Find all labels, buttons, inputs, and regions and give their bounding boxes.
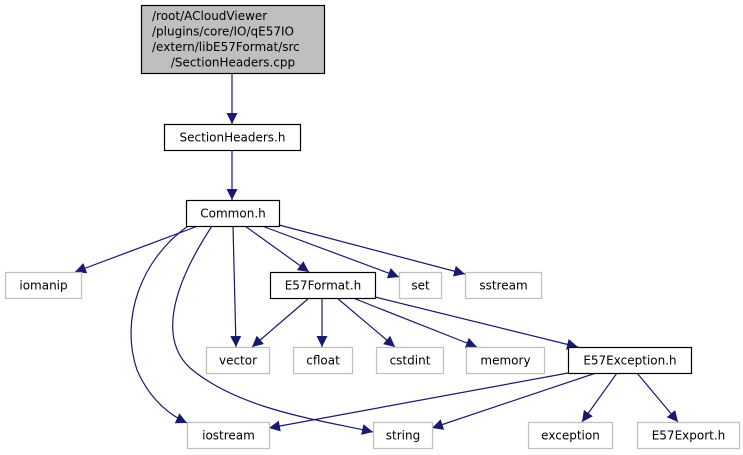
node-vector: vector [205,346,271,375]
node-label: vector [219,353,257,367]
node-memory: memory [465,346,546,375]
node-string: string [372,421,434,450]
node-label: string [386,428,420,442]
edge-common-to-set [261,225,400,279]
node-box [269,271,377,300]
node-label: set [411,278,430,292]
node-label: /extern/libE57Format/src [152,40,300,54]
node-sstream: sstream [464,271,543,300]
node-box [4,271,83,300]
node-label: cfloat [306,353,340,367]
node-label: SectionHeaders.h [180,130,286,144]
node-label: Common.h [200,206,265,220]
edge-e57exception-to-iostream [268,372,569,432]
node-box [567,346,693,375]
node-common[interactable]: Common.h [185,199,281,228]
edge-common-to-vector [230,225,242,348]
edge-common-to-e57format [244,225,310,273]
node-label: memory [480,353,530,367]
edge-e57format-to-memory [352,297,478,349]
node-box [465,346,546,375]
node-e57format[interactable]: E57Format.h [269,271,377,300]
node-iomanip: iomanip [4,271,83,300]
node-label: E57Exception.h [583,353,676,367]
node-label: iomanip [19,278,67,292]
node-set: set [398,271,443,300]
node-box [372,421,434,450]
node-cfloat: cfloat [292,346,354,375]
edge-common-to-string [172,225,374,435]
node-label: /root/ACloudViewer [152,9,267,23]
edge-e57format-to-cstdint [336,297,396,348]
node-label: iostream [202,428,255,442]
edge-e57exception-to-e57export [636,372,679,423]
node-label: sstream [479,278,527,292]
node-label: exception [541,428,600,442]
node-box [375,346,445,375]
edge-e57exception-to-string [431,372,597,430]
node-box [186,421,271,450]
node-box [527,421,614,450]
edge-common-to-iostream [130,225,189,424]
node-label: /SectionHeaders.cpp [171,56,295,70]
node-e57export: E57Export.h [636,421,741,450]
node-label: E57Format.h [285,278,362,292]
node-exception: exception [527,421,614,450]
node-iostream: iostream [186,421,271,450]
node-sectionheaders[interactable]: SectionHeaders.h [163,123,302,152]
node-root[interactable]: /root/ACloudViewer/plugins/core/IO/qE57I… [140,4,326,75]
node-label: /plugins/core/IO/qE57IO [152,25,294,39]
edge-e57exception-to-exception [581,372,618,423]
node-box [163,123,302,152]
node-box [185,199,281,228]
edge-e57format-to-vector [251,297,310,348]
node-label: cstdint [390,353,431,367]
edge-common-to-sstream [278,224,466,277]
node-box [140,4,326,75]
node-e57exception[interactable]: E57Exception.h [567,346,693,375]
node-box [636,421,741,450]
node-box [205,346,271,375]
edge-e57format-to-e57exception [374,296,579,350]
node-label: E57Export.h [652,428,726,442]
node-cstdint: cstdint [375,346,445,375]
node-box [464,271,543,300]
node-box [398,271,443,300]
node-box [292,346,354,375]
